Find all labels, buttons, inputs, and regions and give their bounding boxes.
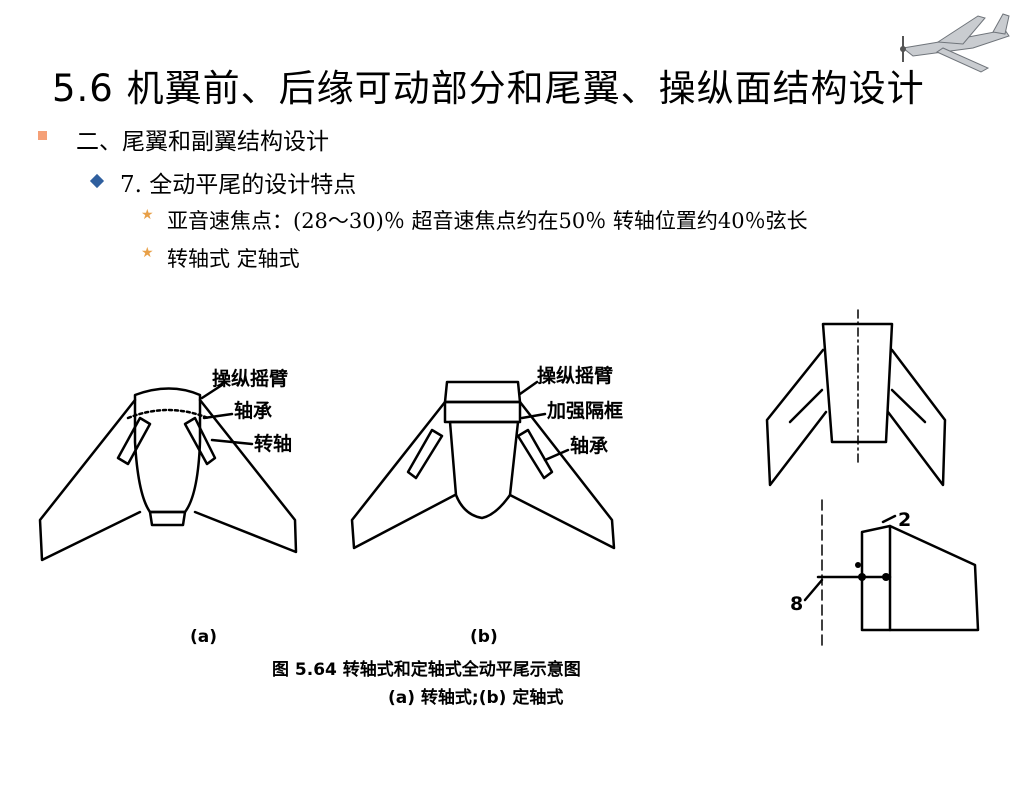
label-a-bearing: 轴承 xyxy=(234,399,272,422)
label-b-bearing: 轴承 xyxy=(570,434,608,457)
star-bullet-icon: ★ xyxy=(141,245,154,261)
diagram-right-bottom xyxy=(803,499,980,649)
label-b-frame: 加强隔框 xyxy=(546,399,623,422)
sublabel-b: (b) xyxy=(470,627,498,647)
square-bullet-icon xyxy=(38,131,47,140)
bullet-level3-text: 亚音速焦点：(28～30)％ 超音速焦点约在50％ 转轴位置约40％弦长 xyxy=(167,209,808,233)
label-right-2: 2 xyxy=(898,509,911,531)
label-a-control-rocker: 操纵摇臂 xyxy=(212,367,288,390)
diagram-right-top xyxy=(765,309,947,487)
slide-title: 5.6 机翼前、后缘可动部分和尾翼、操纵面结构设计 xyxy=(52,67,925,110)
label-b-control-rocker: 操纵摇臂 xyxy=(537,364,613,387)
diagram-b xyxy=(350,380,616,550)
label-a-shaft: 转轴 xyxy=(254,432,292,455)
diamond-bullet-icon xyxy=(89,173,105,189)
tail-diagram-figure: 操纵摇臂 轴承 转轴 操纵摇臂 加强隔框 轴承 2 8 (a) (b) 图 5.… xyxy=(38,309,980,708)
label-right-8: 8 xyxy=(790,593,803,615)
bullet-level1-text: 二、尾翼和副翼结构设计 xyxy=(76,129,329,155)
figure-caption: 图 5.64 转轴式和定轴式全动平尾示意图 xyxy=(272,659,581,680)
bullet-level3-text: 转轴式 定轴式 xyxy=(167,247,300,271)
figure-subcaption: (a) 转轴式;(b) 定轴式 xyxy=(388,687,563,708)
diagram-a xyxy=(38,383,298,562)
sublabel-a: (a) xyxy=(190,627,217,647)
star-bullet-icon: ★ xyxy=(141,207,154,223)
airplane-logo-icon xyxy=(900,13,1010,73)
bullet-level2-text: 7. 全动平尾的设计特点 xyxy=(120,172,357,198)
